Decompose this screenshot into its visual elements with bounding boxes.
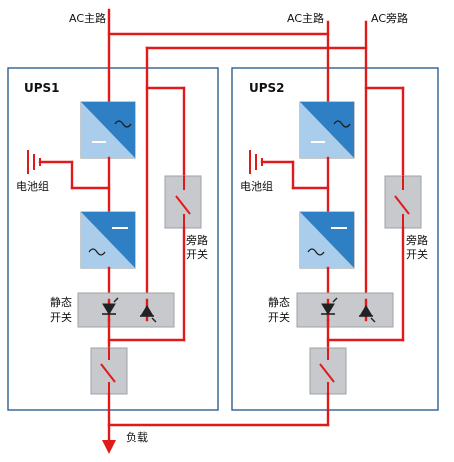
ups1-inverter — [80, 211, 136, 269]
ups2-rectifier — [299, 101, 355, 159]
ups1-bypass-switch — [164, 175, 202, 229]
ups2-panel — [231, 67, 439, 411]
ups2-battery-label: 电池组 — [240, 179, 273, 193]
ups2-battery-icon — [249, 150, 263, 174]
ups2-ac-bypass-label: AC旁路 — [371, 11, 408, 25]
ups1-output-switch — [90, 347, 128, 395]
ups1-title: UPS1 — [24, 81, 60, 95]
ups1-rectifier — [80, 101, 136, 159]
ups1-ac-main-label: AC主路 — [69, 12, 106, 25]
ups2-output-switch — [309, 347, 347, 395]
ups1-static-switch-label-1: 静态 — [50, 295, 72, 309]
ups1-bypass-switch-label-1: 旁路 — [186, 233, 208, 247]
ups1-battery-icon — [27, 150, 41, 174]
ups1-battery-label: 电池组 — [16, 179, 49, 193]
ups2-static-switch-label-1: 静态 — [268, 295, 290, 309]
ac-input-wires — [107, 8, 368, 302]
ups2-bypass-switch-label-1: 旁路 — [406, 233, 428, 247]
ups2-bypass-switch — [384, 175, 422, 229]
ups2-static-switch-label-2: 开关 — [268, 310, 290, 324]
ups2-title: UPS2 — [249, 81, 285, 95]
ups2-bypass-switch-label-2: 开关 — [406, 247, 428, 261]
ups2-inverter — [299, 211, 355, 269]
ups1-panel — [7, 67, 219, 411]
ups2-ac-main-label: AC主路 — [287, 12, 324, 25]
load-arrow-icon — [102, 440, 116, 454]
ups1-static-switch-label-2: 开关 — [50, 310, 72, 324]
ups1-bypass-switch-label-2: 开关 — [186, 247, 208, 261]
ups2-static-switch — [296, 292, 394, 328]
load-label: 负载 — [126, 430, 148, 444]
ups1-static-switch — [77, 292, 175, 328]
